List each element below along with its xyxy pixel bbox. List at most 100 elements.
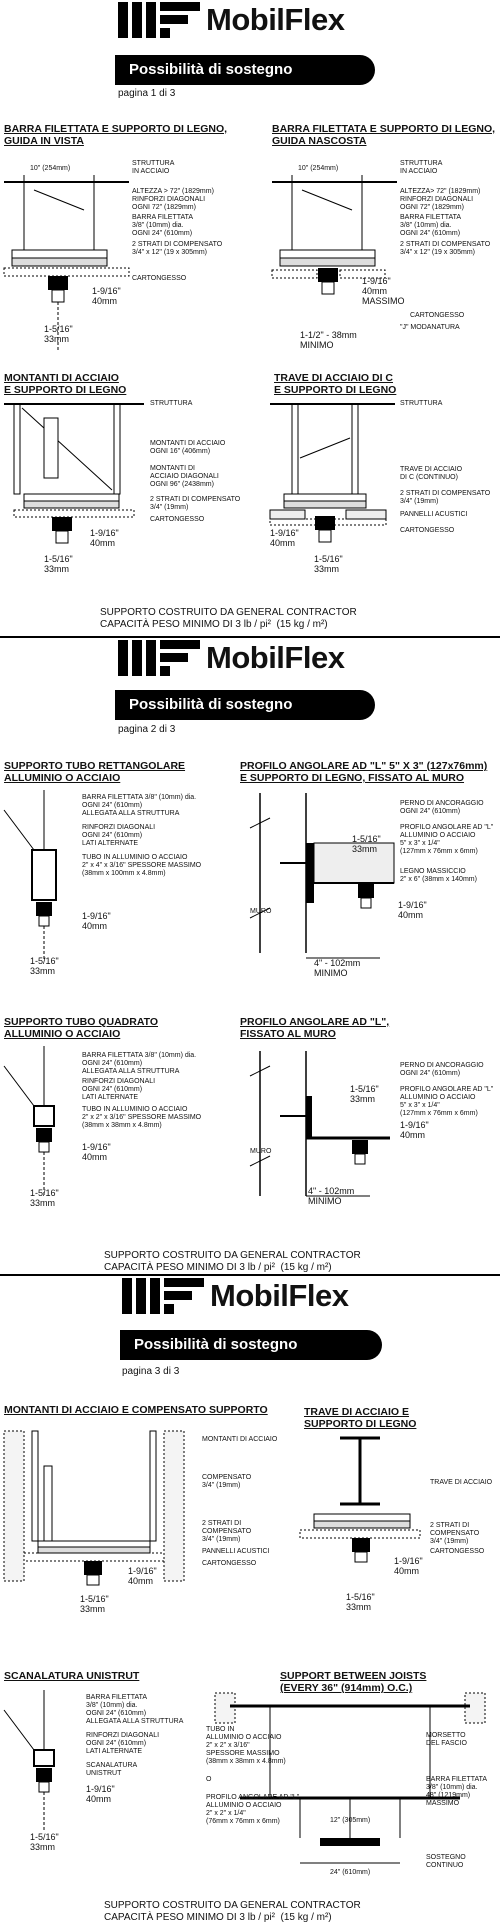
- footer-note: CAPACITÀ PESO MINIMO DI 3 lb / pi² (15 k…: [104, 1262, 332, 1273]
- callout-label: 2 STRATI DI COMPENSATO 3/4" (19mm): [150, 496, 241, 511]
- callout-label: MONTANTI DI ACCIAIO: [202, 1436, 278, 1443]
- callout-label: RINFORZI DIAGONALI OGNI 24" (610mm) LATI…: [82, 1078, 156, 1101]
- dim-label: 1-9/16" 40mm: [394, 1556, 423, 1576]
- mf-logo-mark-icon: [118, 2, 200, 38]
- page-number: pagina 3 di 3: [122, 1366, 180, 1377]
- callout-label: 2 STRATI DI COMPENSATO 3/4" x 12" (19 x …: [400, 241, 491, 256]
- callout-label: SOSTEGNO CONTINUO: [426, 1854, 466, 1869]
- detail-drawing: [3, 1046, 55, 1196]
- callout-label: 2 STRATI DI COMPENSATO 3/4" (19mm): [400, 490, 491, 505]
- dim-label: 4" - 102mm MINIMO: [308, 1186, 355, 1206]
- dim-label: 1-9/16" 40mm MASSIMO: [362, 276, 405, 306]
- dim-label: 1-9/16" 40mm: [86, 1784, 115, 1804]
- callout-label: TRAVE DI ACCIAIO: [430, 1479, 493, 1486]
- dim-label: 10" (254mm): [30, 165, 71, 172]
- callout-label: MONTANTI DI ACCIAIO OGNI 16" (406mm): [150, 440, 226, 455]
- dim-label: 1-5/16" 33mm: [44, 324, 73, 344]
- callout-label: COMPENSATO 3/4" (19mm): [202, 1474, 252, 1489]
- dim-label: 1-5/16" 33mm: [30, 1832, 59, 1852]
- dim-label: 12" (305mm): [330, 1817, 371, 1824]
- detail-drawing: [249, 793, 395, 959]
- footer-note: SUPPORTO COSTRUITO DA GENERAL CONTRACTOR: [104, 1900, 361, 1911]
- section-title: TRAVE DI ACCIAIO E SUPPORTO DI LEGNO: [304, 1406, 417, 1430]
- section-title: SUPPORTO TUBO RETTANGOLARE ALLUMINIO O A…: [4, 760, 186, 784]
- section-title: SCANALATURA UNISTRUT: [4, 1670, 140, 1682]
- dim-label: 1-5/16" 33mm: [30, 956, 59, 976]
- page-3: MobilFlex Possibilità di sostegno pagina…: [0, 1276, 500, 1928]
- callout-label: BARRA FILETTATA 3/8" (10mm) dia. OGNI 24…: [82, 1052, 197, 1075]
- dim-label: 1-9/16" 40mm: [82, 911, 111, 931]
- callout-label: TUBO IN ALLUMINIO O ACCIAIO 2" x 4" x 3/…: [82, 854, 202, 877]
- callout-label: BARRA FILETTATA 3/8" (10mm) dia. 48" (12…: [426, 1776, 488, 1807]
- dim-label: 1-5/16" 33mm: [80, 1594, 109, 1614]
- callout-label: BARRA FILETTATA 3/8" (10mm) dia. OGNI 24…: [82, 794, 197, 817]
- section-title: SUPPORT BETWEEN JOISTS (EVERY 36" (914mm…: [280, 1670, 427, 1694]
- callout-label: SCANALATURA UNISTRUT: [86, 1762, 138, 1777]
- brand-logo: MobilFlex: [118, 640, 345, 676]
- callout-label: ALTEZZA> 72" (1829mm) RINFORZI DIAGONALI…: [400, 188, 481, 211]
- detail-drawing: [3, 1690, 55, 1830]
- callout-label: O: [206, 1776, 212, 1783]
- page-number: pagina 1 di 3: [118, 88, 176, 99]
- callout-label: CARTONGESSO: [410, 312, 465, 319]
- callout-label: STRUTTURA IN ACCIAIO: [400, 160, 443, 175]
- callout-label: 2 STRATI DI COMPENSATO 3/4" x 12" (19 x …: [132, 241, 223, 256]
- brand-wordmark: MobilFlex: [206, 2, 345, 37]
- dim-label: 1-9/16" 40mm: [398, 900, 427, 920]
- callout-label: BARRA FILETTATA 3/8" (10mm) dia. OGNI 24…: [132, 214, 194, 237]
- callout-label: RINFORZI DIAGONALI OGNI 24" (610mm) LATI…: [82, 824, 156, 847]
- page-divider: [0, 1274, 500, 1276]
- callout-label: STRUTTURA: [400, 400, 443, 407]
- callout-label: TUBO IN ALLUMINIO O ACCIAIO 2" x 2" x 3/…: [82, 1106, 202, 1129]
- callout-label: 2 STRATI DI COMPENSATO 3/4" (19mm): [430, 1522, 480, 1545]
- detail-drawing: [214, 1692, 486, 1864]
- section-title: TRAVE DI ACCIAIO DI C E SUPPORTO DI LEGN…: [274, 372, 397, 396]
- callout-label: MURO: [250, 908, 272, 915]
- callout-label: PROFILO ANGOLARE AD "L" ALLUMINIO O ACCI…: [206, 1794, 300, 1825]
- dim-label: 1-5/16" 33mm: [346, 1592, 375, 1612]
- footer-note: SUPPORTO COSTRUITO DA GENERAL CONTRACTOR: [100, 607, 357, 618]
- detail-drawing: [3, 790, 57, 960]
- dim-label: 1-9/16" 40mm: [90, 528, 119, 548]
- mf-logo-mark-icon: [122, 1278, 204, 1314]
- section-title: MONTANTI DI ACCIAIO E COMPENSATO SUPPORT…: [4, 1404, 268, 1416]
- dim-label: 1-5/16" 33mm: [350, 1084, 379, 1104]
- section-title: BARRA FILETTATA E SUPPORTO DI LEGNO, GUI…: [272, 123, 496, 147]
- callout-label: CARTONGESSO: [430, 1548, 485, 1555]
- section-title: SUPPORTO TUBO QUADRATO ALLUMINIO O ACCIA…: [4, 1016, 159, 1040]
- section-title: PROFILO ANGOLARE AD "L" 5" X 3" (127x76m…: [240, 760, 488, 784]
- mf-logo-mark-icon: [118, 640, 200, 676]
- page-number: pagina 2 di 3: [118, 724, 176, 735]
- callout-label: LEGNO MASSICCIO 2" x 6" (38mm x 140mm): [400, 868, 477, 883]
- callout-label: CARTONGESSO: [150, 516, 205, 523]
- callout-label: PROFILO ANGOLARE AD "L" ALLUMINIO O ACCI…: [400, 1086, 494, 1117]
- callout-label: PROFILO ANGOLARE AD "L" ALLUMINIO O ACCI…: [400, 824, 494, 855]
- detail-drawing: [271, 175, 397, 295]
- detail-drawing: [3, 1430, 185, 1586]
- page-2: MobilFlex Possibilità di sostegno pagina…: [0, 638, 500, 1274]
- callout-label: BARRA FILETTATA 3/8" (10mm) dia. OGNI 24…: [400, 214, 462, 237]
- brand-wordmark: MobilFlex: [206, 640, 345, 675]
- page-1: MobilFlex Possibilità di sostegno pagina…: [0, 0, 500, 636]
- callout-label: MONTANTI DI ACCIAIO DIAGONALI OGNI 96" (…: [150, 465, 219, 488]
- dim-label: 1-5/16" 33mm: [314, 554, 343, 574]
- dim-label: 10" (254mm): [298, 165, 339, 172]
- callout-label: PERNO DI ANCORAGGIO OGNI 24" (610mm): [400, 800, 484, 815]
- detail-drawing: [4, 403, 144, 544]
- callout-label: STRUTTURA IN ACCIAIO: [132, 160, 175, 175]
- dim-label: 1-1/2" - 38mm MINIMO: [300, 330, 357, 350]
- callout-label: "J" MODANATURA: [400, 324, 460, 331]
- detail-drawing: [269, 403, 395, 543]
- dim-label: 24" (610mm): [330, 1869, 371, 1876]
- page-banner: Possibilità di sostegno: [115, 690, 375, 720]
- dim-label: 1-9/16" 40mm: [82, 1142, 111, 1162]
- detail-drawing: [3, 175, 130, 350]
- callout-label: PERNO DI ANCORAGGIO OGNI 24" (610mm): [400, 1062, 484, 1077]
- detail-drawing: [299, 1436, 421, 1563]
- dim-label: 1-9/16" 40mm: [92, 286, 121, 306]
- dim-label: 1-9/16" 40mm: [400, 1120, 429, 1140]
- callout-label: TRAVE DI ACCIAIO DI C (CONTINUO): [400, 466, 463, 481]
- callout-label: CARTONGESSO: [202, 1560, 257, 1567]
- callout-label: TUBO IN ALLUMINIO O ACCIAIO 2" x 2" x 3/…: [206, 1726, 286, 1765]
- page-banner: Possibilità di sostegno: [115, 55, 375, 85]
